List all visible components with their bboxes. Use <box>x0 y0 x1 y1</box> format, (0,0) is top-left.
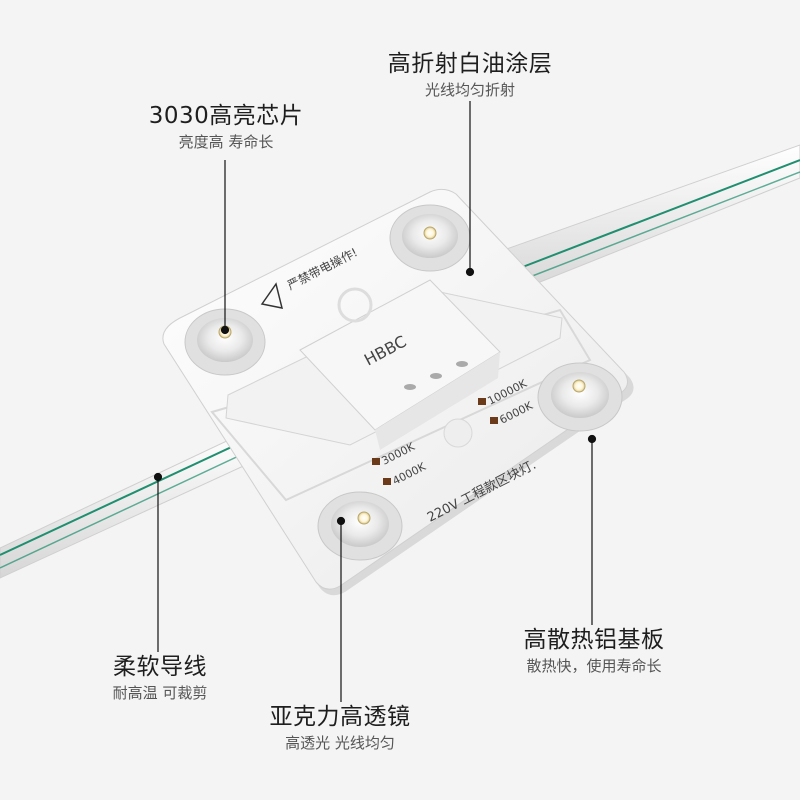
callout-title: 高折射白油涂层 <box>387 51 553 77</box>
callout-chip: 3030高亮芯片 亮度高 寿命长 <box>96 101 356 153</box>
callout-subtitle: 耐高温 可裁剪 <box>112 684 208 702</box>
callout-title: 高散热铝基板 <box>523 627 665 653</box>
led-chip <box>572 379 586 393</box>
led-chip <box>423 226 437 240</box>
led-chip <box>357 511 371 525</box>
callout-substrate: 高散热铝基板 散热快，使用寿命长 <box>464 625 724 677</box>
callout-subtitle: 高透光 光线均匀 <box>285 734 395 752</box>
acrylic-lens-right <box>537 362 623 432</box>
acrylic-lens-bottom <box>317 491 403 561</box>
callout-lens: 亚克力高透镜 高透光 光线均匀 <box>210 702 470 754</box>
callout-subtitle: 散热快，使用寿命长 <box>526 657 662 675</box>
callout-title: 亚克力高透镜 <box>269 704 411 730</box>
callout-title: 3030高亮芯片 <box>148 103 304 129</box>
acrylic-lens-left <box>184 308 266 376</box>
wire-clip: HBBC <box>225 279 563 450</box>
callout-title: 柔软导线 <box>113 654 207 680</box>
callout-wire: 柔软导线 耐高温 可裁剪 <box>30 652 290 704</box>
acrylic-lens-top <box>389 204 471 272</box>
warning-icon <box>260 282 284 309</box>
callout-subtitle: 亮度高 寿命长 <box>178 133 274 151</box>
leader-lines <box>153 101 597 702</box>
callout-subtitle: 光线均匀折射 <box>424 81 515 99</box>
callout-coating: 高折射白油涂层 光线均匀折射 <box>340 49 600 101</box>
